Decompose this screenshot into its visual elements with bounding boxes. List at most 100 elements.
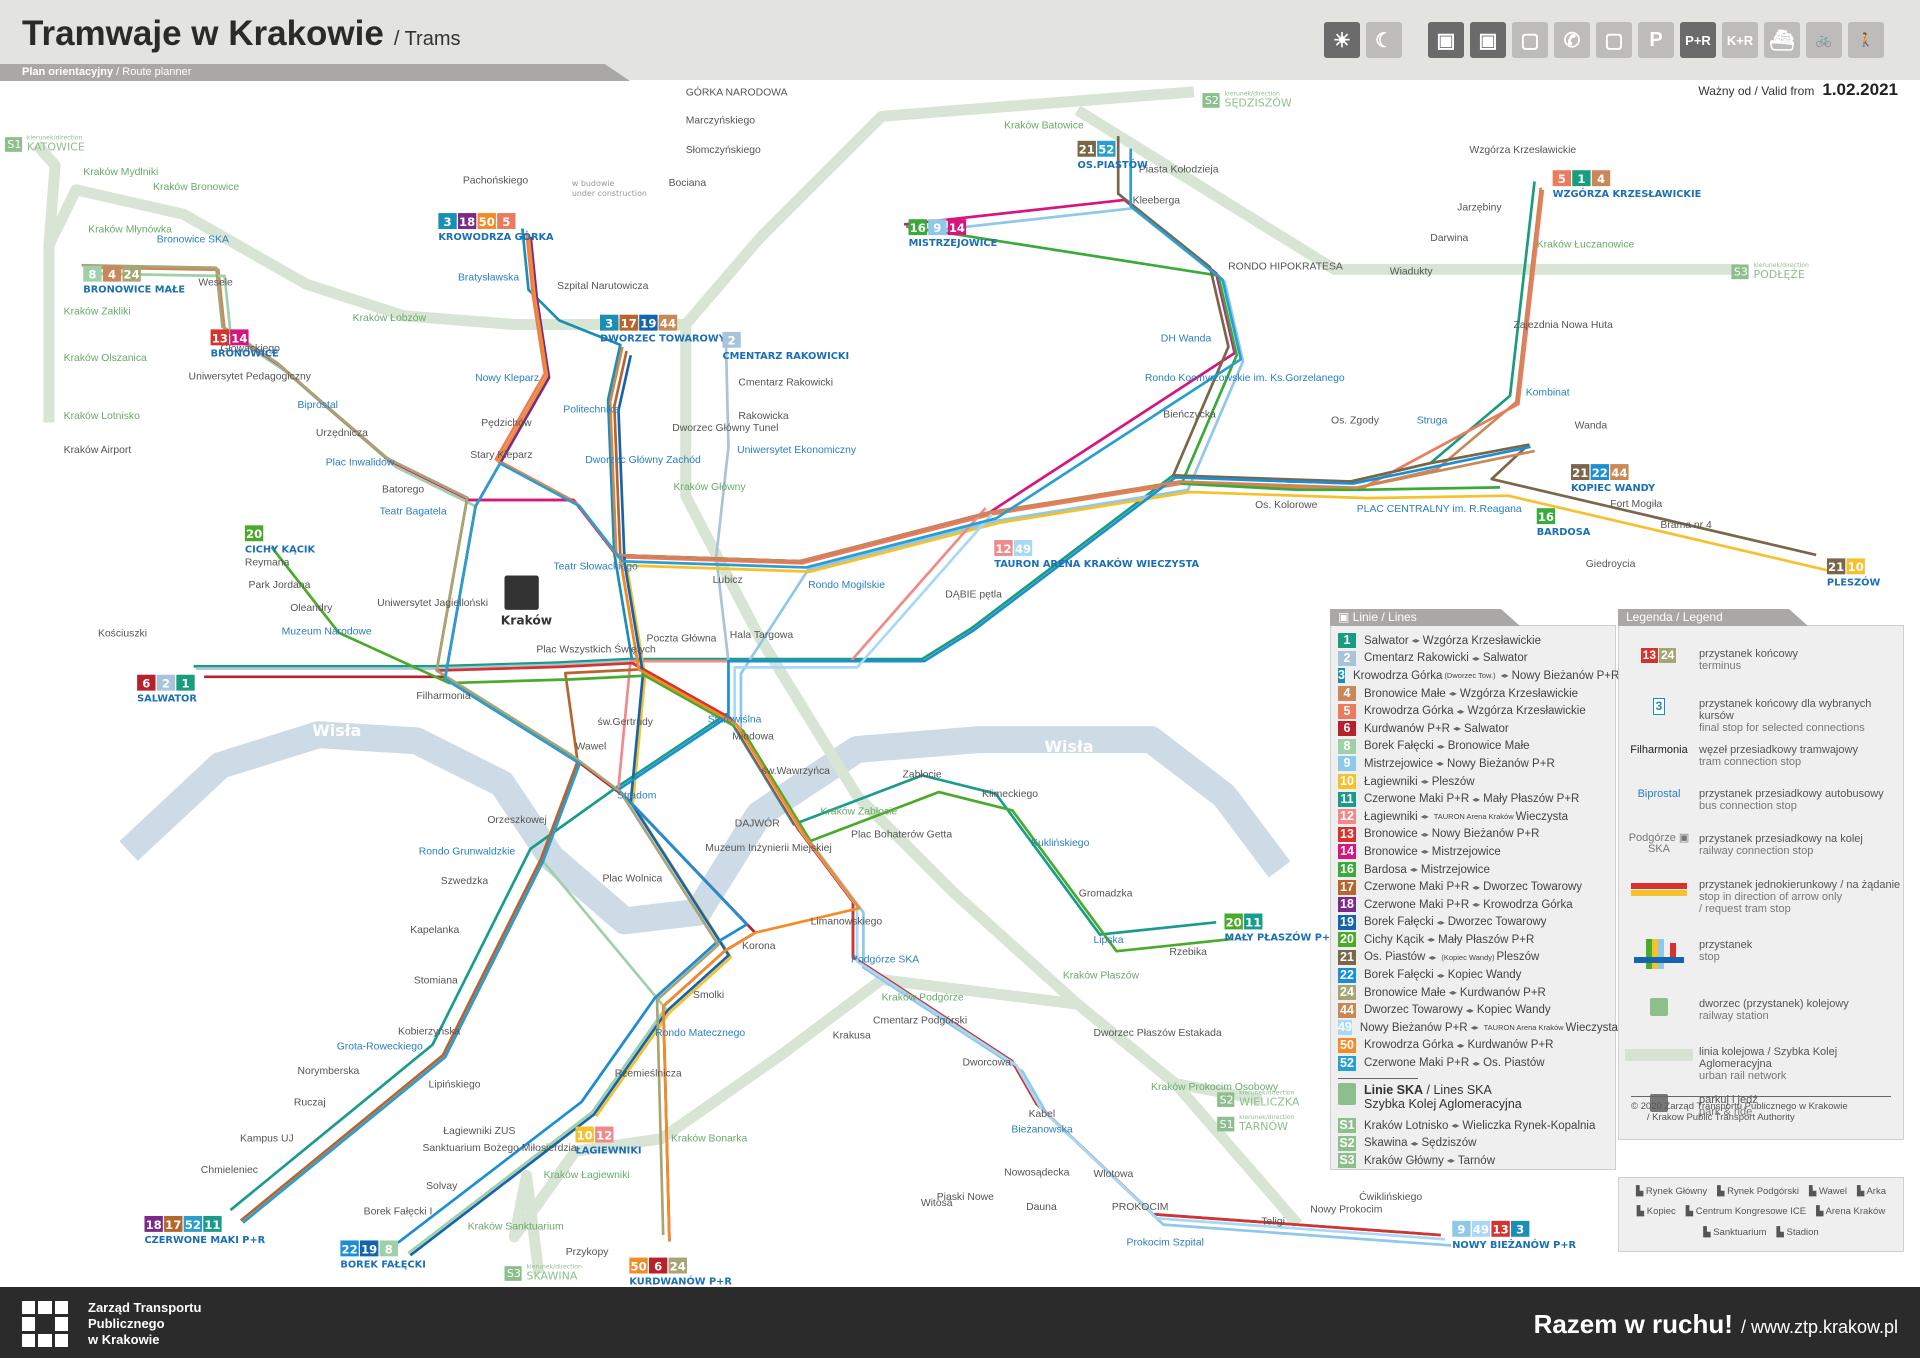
station-label[interactable]: Kleeberga [1133,195,1181,206]
station-label[interactable]: Miodowa [732,732,774,743]
station-label[interactable]: Plac Wszystkich Świętych [536,643,656,656]
station-label[interactable]: Uniwersytet Pedagogiczny [189,372,312,383]
tram-line-2[interactable] [195,342,730,670]
station-label[interactable]: Głowackiego [220,343,280,354]
station-label[interactable]: Grota-Roweckiego [337,1041,423,1052]
station-label[interactable]: Sanktuarium Bożego Miłosierdzia [422,1143,576,1154]
station-label[interactable]: Kraków Batowice [1004,121,1084,132]
station-label[interactable]: Borek Fałęcki I [364,1207,433,1218]
station-label[interactable]: Wesele [198,277,233,288]
station-label[interactable]: Kraków Olszanica [64,353,147,364]
tram-line-20[interactable] [270,546,1233,953]
station-label[interactable]: Hala Targowa [730,630,794,641]
station-label[interactable]: Giedroycia [1586,559,1636,570]
station-label[interactable]: Kościuszki [98,629,147,640]
kiss-and-ride-icon[interactable]: K+R [1722,22,1758,58]
station-label[interactable]: Klimeckiego [982,789,1038,800]
station-label[interactable]: Kuklińskiego [1031,838,1090,849]
tram-line-9[interactable] [739,206,1452,1247]
station-label[interactable]: Zabłocie [902,770,941,781]
station-label[interactable]: Nowy Prokocim [1310,1204,1382,1215]
station-label[interactable]: Kraków Podgórze [882,992,964,1003]
station-label[interactable]: Struga [1417,416,1448,427]
station-label[interactable]: Bociana [669,178,707,189]
tram-line-44[interactable] [608,346,1535,563]
station-label[interactable]: Biprostal [298,400,338,411]
station-label[interactable]: Kraków Płaszów [1063,970,1140,981]
station-label[interactable]: Uniwersytet Jagielloński [377,598,488,609]
station-label[interactable]: Słomczyńskiego [686,145,761,156]
station-label[interactable]: Wzgórza Krzesławickie [1469,145,1576,156]
parking-icon[interactable]: P [1638,22,1674,58]
tram-line-52[interactable] [242,148,1243,1224]
station-label[interactable]: Bieńczycka [1163,410,1216,421]
station-label[interactable]: Norymberska [298,1066,360,1077]
station-label[interactable]: Dauna [1026,1202,1057,1213]
bus-icon[interactable]: ▢ [1512,22,1548,58]
station-label[interactable]: Kraków Prokocim Osobowy [1151,1082,1279,1093]
ferry-icon[interactable]: ⛴ [1764,22,1800,58]
station-label[interactable]: Starowiślna [708,714,762,725]
station-label[interactable]: Witosa [921,1198,953,1209]
slogan[interactable]: Razem w ruchu!/ www.ztp.krakow.pl [1534,1309,1898,1340]
station-label[interactable]: PROKOCIM [1112,1202,1169,1213]
station-label[interactable]: Kampus UJ [240,1133,294,1144]
station-label[interactable]: Łagiewniki ZUS [443,1126,515,1137]
station-label[interactable]: Plac Inwalidów [326,457,395,468]
station-label[interactable]: PLAC CENTRALNY im. R.Reagana [1357,504,1522,515]
station-label[interactable]: Kapelanka [410,925,459,936]
station-label[interactable]: Rondo Grunwaldzkie [419,847,516,858]
station-label[interactable]: Kobierzyńska [398,1027,461,1038]
station-label[interactable]: św.Wawrzyńca [762,766,831,777]
tram-line-50[interactable] [496,234,861,1242]
station-label[interactable]: Ćwiklińskiego [1359,1190,1422,1203]
station-label[interactable]: Rzebika [1169,947,1207,958]
station-label[interactable]: Piaski Nowe [937,1192,994,1203]
station-label[interactable]: Gromadzka [1079,888,1133,899]
station-label[interactable]: Bratysławska [458,272,519,283]
on-demand-icon[interactable]: ✆ [1554,22,1590,58]
station-label[interactable]: Korona [742,941,776,952]
station-label[interactable]: Kabel [1029,1109,1056,1120]
station-label[interactable]: Plac Wolnica [602,874,662,885]
station-label[interactable]: Rakowicka [738,411,788,422]
station-label[interactable]: Kraków Łagiewniki [544,1170,630,1181]
station-label[interactable]: Os. Kolorowe [1255,500,1318,511]
station-label[interactable]: Szwedzka [441,876,489,887]
station-label[interactable]: Oleandry [290,603,333,614]
station-label[interactable]: Wanda [1575,421,1608,432]
station-label[interactable]: Pędzichów [481,418,532,429]
station-label[interactable]: Rondo Matecznego [655,1028,745,1039]
station-label[interactable]: Muzeum Narodowe [282,626,372,637]
station-label[interactable]: św.Gertrudy [598,717,654,728]
tram-line-11[interactable] [229,712,1217,1212]
station-label[interactable]: Stomiana [414,975,458,986]
station-label[interactable]: Orzeszkowej [487,815,546,826]
station-label[interactable]: Os. Zgody [1331,416,1380,427]
station-label[interactable]: Szpital Narutowicza [557,281,648,292]
station-label[interactable]: Cmentarz Rakowicki [738,378,833,389]
station-label[interactable]: Podgórze SKA [851,954,919,965]
station-label[interactable]: Cmentarz Podgórski [873,1016,967,1027]
station-label[interactable]: Kraków Lotnisko [64,411,140,422]
station-label[interactable]: Nowosądecka [1004,1168,1069,1179]
station-label[interactable]: Kraków Bonarka [671,1133,747,1144]
station-label[interactable]: Rondo Kocmyrzowskie im. Ks.Gorzelanego [1145,373,1345,384]
station-label[interactable]: Wawel [576,741,607,752]
